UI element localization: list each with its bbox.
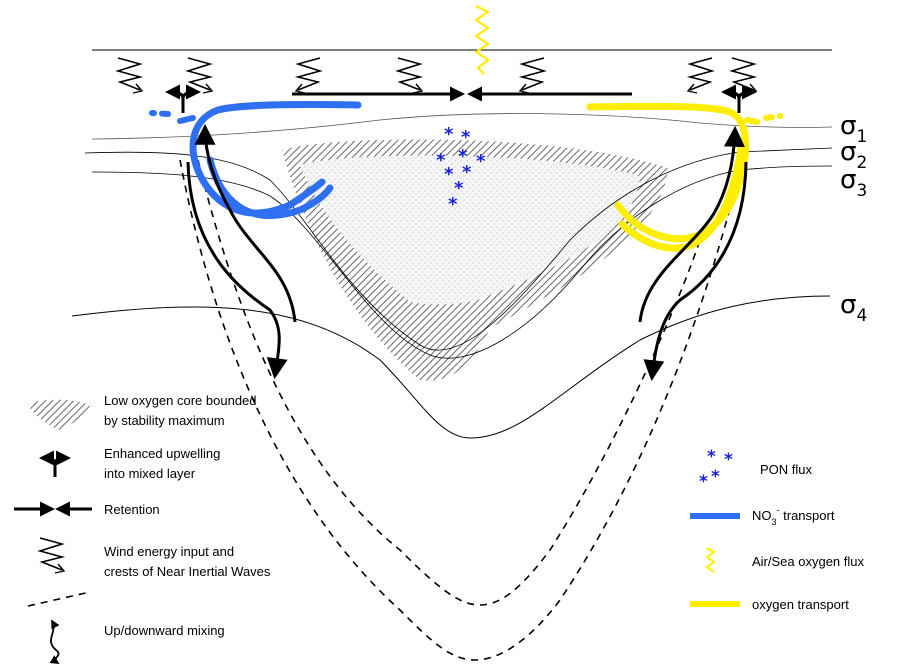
legend-no3-label: NO3- transport	[752, 505, 835, 527]
legend-wind-label: Wind energy input and	[104, 544, 234, 559]
pon-asterisk: *	[444, 124, 454, 145]
svg-text:*: *	[707, 447, 716, 467]
legend-oxygen-label: oxygen transport	[752, 597, 849, 612]
legend-left: Low oxygen core bounded by stability max…	[14, 393, 271, 664]
hatched-core-icon	[28, 399, 90, 430]
pon-asterisk: *	[444, 164, 454, 185]
sigma2-label: σ2	[840, 137, 867, 173]
legend-upwelling-label: Enhanced upwelling	[104, 446, 220, 461]
pon-flux-cluster: * * * * * * * * *	[436, 124, 486, 215]
pon-flux-icon: * * * *	[699, 447, 733, 492]
pon-asterisk: *	[461, 127, 471, 148]
legend-core-label: by stability maximum	[104, 413, 225, 428]
legend-core-label: Low oxygen core bounded	[104, 393, 257, 408]
svg-text:*: *	[699, 472, 708, 492]
legend-wind-label: crests of Near Inertial Waves	[104, 564, 271, 579]
legend-airsea-label: Air/Sea oxygen flux	[752, 554, 865, 569]
mixing-arrows	[186, 123, 748, 382]
niw-crest-outer	[179, 159, 741, 661]
sigma3-label: σ3	[840, 165, 867, 201]
isopycnal-sigma4	[71, 295, 831, 439]
oxygen-transport	[586, 102, 783, 252]
nitrate-transport	[149, 101, 362, 219]
mixing-icon	[49, 619, 60, 664]
air-sea-oxygen-flux-icon	[474, 5, 490, 75]
legend-right: * * * * PON flux NO3- transport Air/Sea …	[690, 447, 865, 612]
pon-asterisk: *	[436, 150, 446, 171]
legend-mixing-label: Up/downward mixing	[104, 623, 225, 638]
pon-asterisk: *	[454, 178, 464, 199]
svg-text:*: *	[724, 450, 733, 470]
isopycnal-labels: σ1 σ2 σ3 σ4	[840, 111, 867, 326]
pon-asterisk: *	[462, 162, 472, 183]
svg-text:*: *	[711, 467, 720, 487]
legend-upwelling-label: into mixed layer	[104, 466, 196, 481]
upwelling-icon	[39, 450, 71, 477]
air-sea-flux-icon	[705, 547, 716, 573]
sigma1-label: σ1	[840, 111, 867, 147]
upwelling-arrows	[165, 84, 757, 113]
dashed-line-icon	[27, 591, 91, 607]
wind-energy-icons	[117, 57, 757, 94]
isopycnal-sigma2	[84, 147, 833, 351]
pon-asterisk: *	[458, 146, 468, 167]
niw-crest-inner	[197, 159, 701, 606]
legend-retention-label: Retention	[104, 502, 160, 517]
sigma4-label: σ4	[840, 290, 867, 326]
wind-wave-icon	[39, 537, 65, 574]
isopycnal-sigma1	[91, 113, 833, 140]
legend-pon-label: PON flux	[760, 462, 813, 477]
pon-asterisk: *	[448, 194, 458, 215]
pon-asterisk: *	[476, 151, 486, 172]
low-oxygen-core-inner	[300, 155, 640, 305]
